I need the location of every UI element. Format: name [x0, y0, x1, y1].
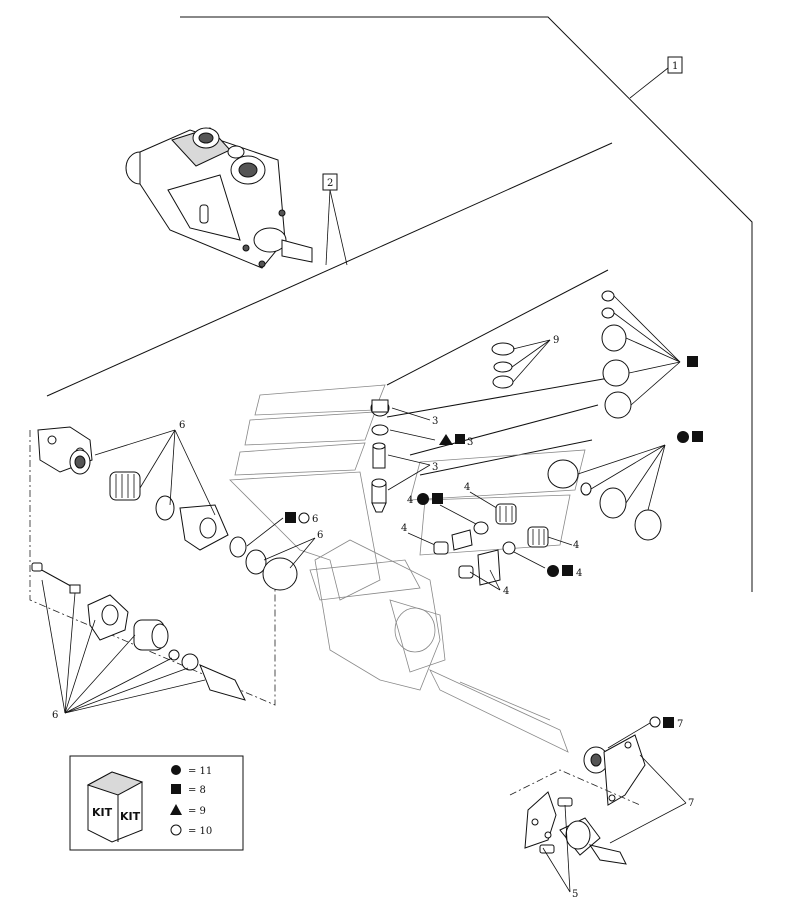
spool-parts-stack — [370, 399, 390, 513]
o-ring-set-9: 9 — [491, 335, 559, 389]
legend-box: KIT KIT = 11 = 8 = 9 = 10 — [69, 755, 244, 851]
legend-row-4-text: = 10 — [188, 826, 212, 837]
legend-row-square-filled: = 8 — [171, 784, 206, 796]
kit-icon: KIT KIT — [86, 771, 144, 843]
o-ring-set-circle-square — [547, 431, 703, 541]
legend-row-circle-open: = 10 — [170, 824, 212, 837]
callout-1: 1 — [629, 56, 683, 99]
callout-4b-label: 4 — [464, 482, 470, 493]
left-cover-assembly: 6 6 6 — [29, 420, 323, 706]
callout-3a-label: 3 — [432, 416, 438, 427]
o-ring-set-square — [601, 290, 698, 419]
lower-rod-assembly: 6 — [31, 562, 246, 721]
callout-6a-label: 6 — [179, 420, 185, 431]
check-valves-4: 4 4 4 4 4 4 — [401, 482, 582, 597]
callout-2-label: 2 — [327, 178, 333, 189]
callout-4f-label: 4 — [503, 586, 509, 597]
callout-4e-label: 4 — [401, 523, 407, 534]
kit-label-right: KIT — [120, 810, 141, 823]
callout-2: 2 — [322, 173, 348, 266]
kit-label-left: KIT — [92, 806, 113, 819]
right-cover-assembly: 7 7 5 — [509, 716, 694, 900]
callout-7a-label: 7 — [677, 719, 683, 730]
legend-row-2-text: = 8 — [188, 785, 206, 796]
callout-4d-label: 4 — [576, 568, 582, 579]
callout-1-label: 1 — [672, 61, 678, 72]
callout-3b-label: 3 — [467, 437, 473, 448]
callout-9-label: 9 — [553, 335, 559, 346]
legend-row-circle-filled: = 11 — [171, 765, 212, 777]
callout-3c-label: 3 — [432, 462, 438, 473]
callout-4c-label: 4 — [573, 540, 579, 551]
valve-body-assembly — [125, 127, 313, 269]
legend-row-triangle-filled: = 9 — [170, 804, 206, 817]
callout-6c-label: 6 — [317, 530, 323, 541]
ghost-housing — [229, 384, 586, 753]
callout-6d-label: 6 — [52, 710, 58, 721]
callout-5-label: 5 — [572, 889, 578, 900]
assembly-frame-lines — [46, 16, 753, 592]
callout-6b-label: 6 — [312, 514, 318, 525]
callout-3-group: 3 3 3 — [387, 407, 473, 491]
callout-4a-label: 4 — [407, 495, 413, 506]
legend-row-1-text: = 11 — [188, 766, 212, 777]
legend-row-3-text: = 9 — [188, 806, 206, 817]
callout-7b-label: 7 — [688, 798, 694, 809]
